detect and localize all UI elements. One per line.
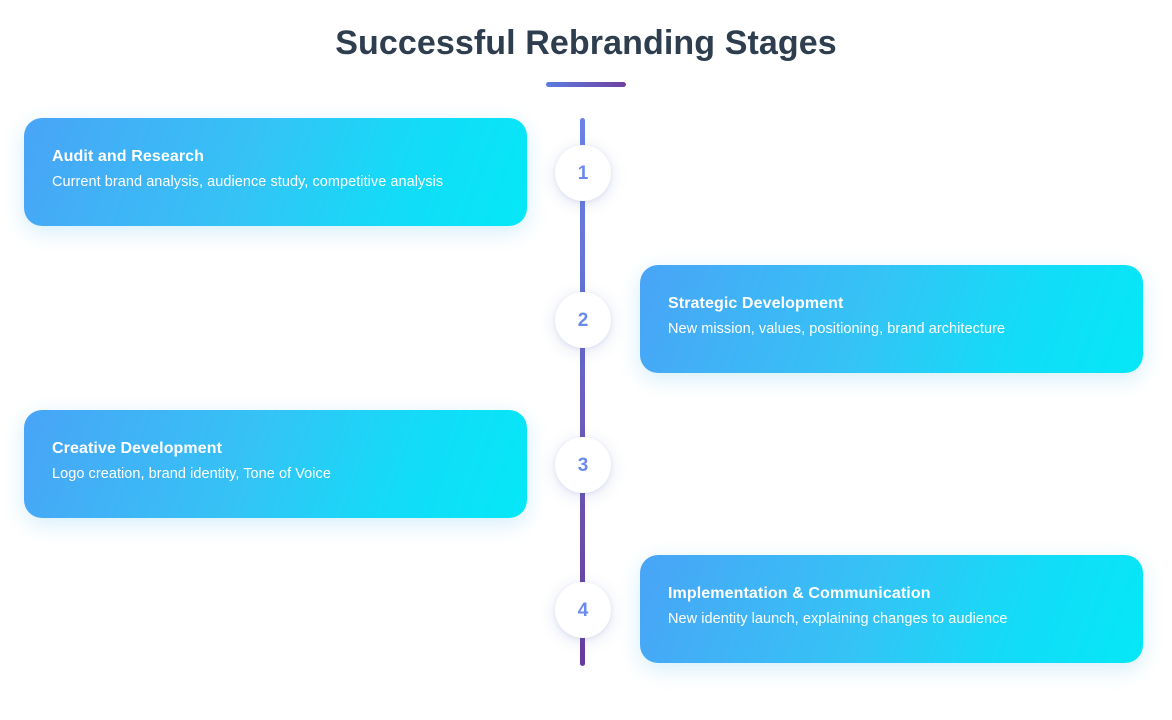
stage-card-description: Logo creation, brand identity, Tone of V… [52, 466, 331, 482]
stage-card-4[interactable]: Implementation & Communication New ident… [640, 555, 1143, 663]
stage-marker-number: 1 [577, 162, 589, 184]
stage-card-3[interactable]: Creative Development Logo creation, bran… [24, 410, 527, 518]
stage-card-2[interactable]: Strategic Development New mission, value… [640, 265, 1143, 373]
stage-marker-1[interactable]: 1 [555, 145, 611, 201]
timeline-stage-row: Strategic Development New mission, value… [0, 265, 1172, 375]
stage-marker-number: 4 [577, 599, 589, 621]
stage-card-description: New mission, values, positioning, brand … [668, 321, 1006, 337]
stage-card-1[interactable]: Audit and Research Current brand analysi… [24, 118, 527, 226]
timeline-spine-line [580, 118, 585, 666]
header: Successful Rebranding Stages [0, 22, 1172, 87]
title-underline-divider [546, 82, 626, 87]
stage-card-description: New identity launch, explaining changes … [668, 611, 1008, 627]
stage-card-title: Strategic Development [668, 295, 844, 312]
stage-card-title: Audit and Research [52, 148, 205, 165]
stage-card-title: Creative Development [52, 440, 223, 457]
stage-marker-4[interactable]: 4 [555, 582, 611, 638]
stage-card-title: Implementation & Communication [668, 585, 931, 602]
page-title: Successful Rebranding Stages [335, 24, 837, 62]
stage-marker-3[interactable]: 3 [555, 437, 611, 493]
timeline-stage-row: Audit and Research Current brand analysi… [0, 118, 1172, 228]
timeline-stage-row: Creative Development Logo creation, bran… [0, 410, 1172, 520]
stage-marker-2[interactable]: 2 [555, 292, 611, 348]
stage-marker-number: 2 [577, 309, 589, 331]
timeline-stage-row: Implementation & Communication New ident… [0, 555, 1172, 665]
stage-marker-number: 3 [577, 454, 589, 476]
stage-card-description: Current brand analysis, audience study, … [52, 174, 444, 190]
timeline: Audit and Research Current brand analysi… [0, 113, 1172, 673]
